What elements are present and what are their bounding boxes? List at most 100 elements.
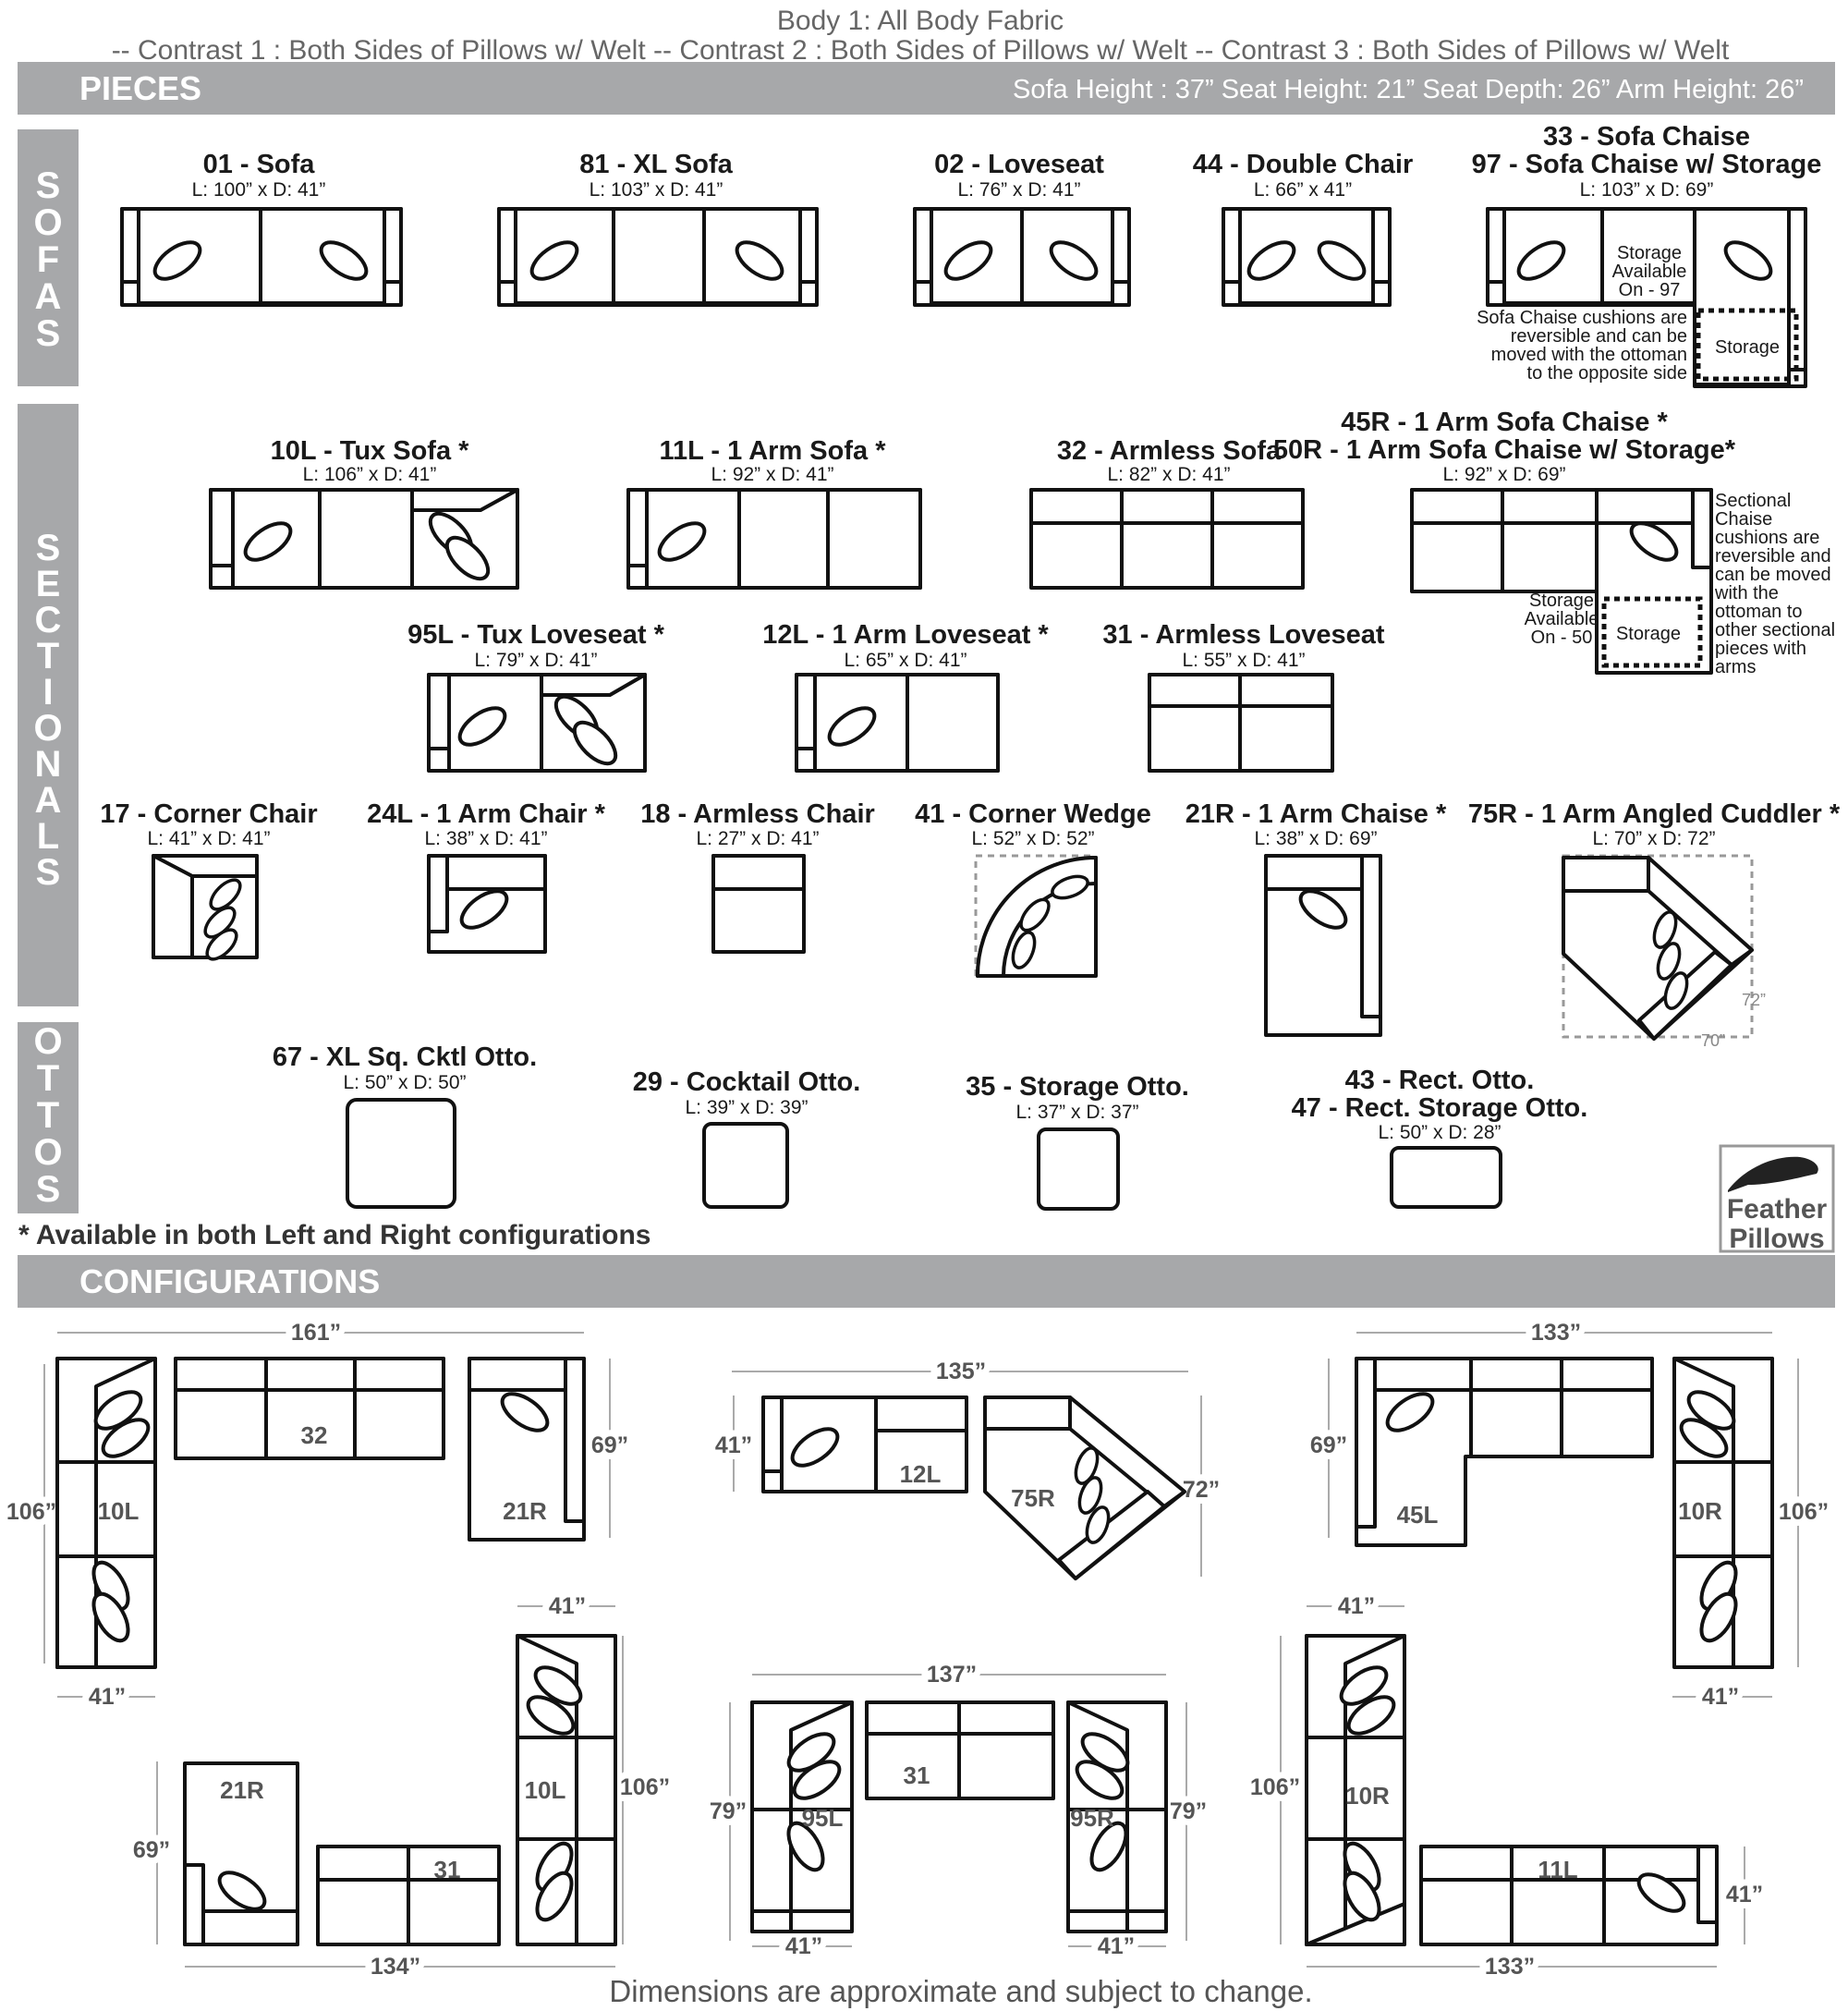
available-note: * Available in both Left and Right confi… bbox=[18, 1220, 650, 1250]
otto-67-drawing bbox=[346, 1098, 456, 1209]
side-bar-sectionals bbox=[18, 404, 79, 1006]
sofa-chaise-33-drawing bbox=[1486, 207, 1807, 388]
svg-text:Pillows: Pillows bbox=[1729, 1224, 1824, 1254]
config-1-bottom: 41” bbox=[89, 1684, 126, 1710]
svg-text:On - 50: On - 50 bbox=[1531, 628, 1593, 648]
header-line-2: -- Contrast 1 : Both Sides of Pillows w/… bbox=[112, 35, 1730, 66]
config-4-width: 134” bbox=[371, 1954, 420, 1980]
loveseat-02-drawing bbox=[913, 207, 1131, 307]
piece-dims-corner-chair: L: 41” x D: 41” bbox=[147, 828, 270, 849]
piece-dims-1-arm-chair: L: 38” x D: 41” bbox=[424, 828, 547, 849]
note-line: arms bbox=[1715, 657, 1756, 677]
config-2-width: 135” bbox=[936, 1359, 986, 1384]
config-4-chaise-depth: 69” bbox=[133, 1837, 170, 1863]
piece-dims-sofa: L: 100” x D: 41” bbox=[192, 179, 326, 201]
piece-dims-double-chair: L: 66” x 41” bbox=[1254, 179, 1352, 201]
config-6-label-10r: 10R bbox=[1345, 1782, 1390, 1810]
piece-dims-cocktail-otto: L: 39” x D: 39” bbox=[685, 1097, 808, 1118]
pieces-title: PIECES bbox=[79, 69, 201, 107]
cuddler-depth-dim: 72” bbox=[1742, 991, 1766, 1009]
armless-sofa-32-drawing bbox=[1029, 488, 1305, 590]
note-line: reversible and bbox=[1715, 546, 1831, 567]
piece-name-sofa-chaise-storage: 97 - Sofa Chaise w/ Storage bbox=[1472, 150, 1822, 179]
side-letter: T bbox=[37, 1058, 59, 1099]
note-line: Sectional bbox=[1715, 491, 1791, 511]
storage-label-50: Storage bbox=[1616, 624, 1681, 644]
side-letter: E bbox=[36, 564, 61, 604]
piece-name-armless-chair: 18 - Armless Chair bbox=[640, 799, 875, 829]
header-line-1: Body 1: All Body Fabric bbox=[777, 6, 1064, 36]
piece-dims-1-arm-chaise: L: 38” x D: 69” bbox=[1254, 828, 1377, 849]
side-letter: S bbox=[36, 165, 61, 206]
pieces-band bbox=[18, 62, 1835, 115]
piece-name-1-arm-chair: 24L - 1 Arm Chair * bbox=[367, 799, 606, 829]
note-line: cushions are bbox=[1715, 528, 1819, 548]
side-letter: S bbox=[36, 313, 61, 354]
side-letter: T bbox=[37, 636, 59, 676]
piece-dims-storage-otto: L: 37” x D: 37” bbox=[1015, 1102, 1138, 1123]
side-letter: O bbox=[33, 708, 62, 749]
svg-text:Feather: Feather bbox=[1727, 1194, 1828, 1225]
piece-dims-1-arm-sofa-chaise: L: 92” x D: 69” bbox=[1442, 464, 1565, 485]
sofa-81-drawing bbox=[497, 207, 819, 307]
side-bar-sofas bbox=[18, 129, 79, 386]
piece-name-xl-cocktail-otto: 67 - XL Sq. Cktl Otto. bbox=[273, 1042, 537, 1072]
side-letter: O bbox=[33, 1021, 62, 1062]
config-4-depth: 106” bbox=[620, 1774, 670, 1800]
piece-dims-armless-sofa: L: 82” x D: 41” bbox=[1107, 464, 1230, 485]
otto-29-drawing bbox=[702, 1122, 789, 1209]
piece-dims-armless-chair: L: 27” x D: 41” bbox=[696, 828, 819, 849]
storage-available-50-note: Storage Available On - 50 bbox=[1525, 591, 1599, 648]
config-4-top: 41” bbox=[549, 1593, 586, 1619]
config-3-chaise-depth: 69” bbox=[1310, 1432, 1347, 1458]
piece-dims-1-arm-loveseat: L: 65” x D: 41” bbox=[844, 650, 967, 671]
piece-name-1-arm-sofa: 11L - 1 Arm Sofa * bbox=[660, 436, 887, 466]
piece-name-tux-loveseat: 95L - Tux Loveseat * bbox=[407, 620, 664, 650]
side-letter: N bbox=[35, 744, 62, 785]
config-1: 161” 106” 69” 41” 32 10L 21R bbox=[0, 1313, 635, 1716]
config-1-chaise-depth: 69” bbox=[591, 1432, 628, 1458]
config-6-top: 41” bbox=[1338, 1593, 1375, 1619]
config-1-width: 161” bbox=[291, 1320, 341, 1346]
piece-name-angled-cuddler: 75R - 1 Arm Angled Cuddler * bbox=[1468, 799, 1841, 829]
arm-chair-24l-drawing bbox=[427, 854, 547, 954]
side-letter: O bbox=[33, 202, 62, 243]
piece-name-rect-storage-otto: 47 - Rect. Storage Otto. bbox=[1292, 1093, 1588, 1123]
angled-cuddler-75r-drawing bbox=[1562, 854, 1754, 1041]
armless-loveseat-31-drawing bbox=[1148, 673, 1334, 773]
config-5: 137” 79” 79” 41” 41” 31 95L 95R bbox=[703, 1655, 1213, 1966]
piece-name-cocktail-otto: 29 - Cocktail Otto. bbox=[633, 1067, 861, 1097]
side-letter: L bbox=[37, 816, 59, 857]
side-bar-ottos bbox=[18, 1022, 79, 1213]
piece-name-1-arm-sofa-chaise: 45R - 1 Arm Sofa Chaise * bbox=[1341, 408, 1668, 437]
config-2-depth: 41” bbox=[715, 1432, 752, 1458]
corner-chair-17-drawing bbox=[152, 854, 259, 966]
svg-text:to the opposite side: to the opposite side bbox=[1527, 363, 1687, 384]
pieces-specs: Sofa Height : 37” Seat Height: 21” Seat … bbox=[1013, 75, 1804, 104]
config-3-bottom: 41” bbox=[1702, 1684, 1739, 1710]
config-5-width: 137” bbox=[927, 1662, 977, 1688]
config-1-depth: 106” bbox=[6, 1499, 56, 1525]
note-line: with the bbox=[1714, 583, 1779, 603]
note-line: ottoman to bbox=[1715, 602, 1803, 622]
note-line: can be moved bbox=[1715, 565, 1831, 585]
config-2: 135” 41” 72” 12L 75R bbox=[709, 1352, 1226, 1580]
config-4-label-21r: 21R bbox=[220, 1776, 264, 1804]
config-1-label-21r: 21R bbox=[503, 1497, 547, 1525]
piece-dims-tux-sofa: L: 106” x D: 41” bbox=[303, 464, 437, 485]
config-3-label-10r: 10R bbox=[1678, 1497, 1722, 1525]
config-2-label-75r: 75R bbox=[1011, 1484, 1055, 1512]
sofa-chaise-cushion-note: Sofa Chaise cushions are reversible and … bbox=[1477, 308, 1687, 384]
piece-name-sofa: 01 - Sofa bbox=[203, 150, 316, 179]
footer-disclaimer: Dimensions are approximate and subject t… bbox=[609, 1974, 1312, 2008]
side-letter: S bbox=[36, 528, 61, 568]
config-6-loveseat-depth: 41” bbox=[1726, 1882, 1763, 1907]
svg-text:moved with the ottoman: moved with the ottoman bbox=[1491, 345, 1687, 365]
config-5-bottom-right: 41” bbox=[1098, 1933, 1135, 1959]
config-5-label-31: 31 bbox=[904, 1761, 930, 1789]
piece-name-tux-sofa: 10L - Tux Sofa * bbox=[271, 436, 470, 466]
piece-dims-tux-loveseat: L: 79” x D: 41” bbox=[474, 650, 597, 671]
config-3-depth: 106” bbox=[1779, 1499, 1829, 1525]
feather-pillows-badge: Feather Pillows bbox=[1719, 1144, 1835, 1254]
